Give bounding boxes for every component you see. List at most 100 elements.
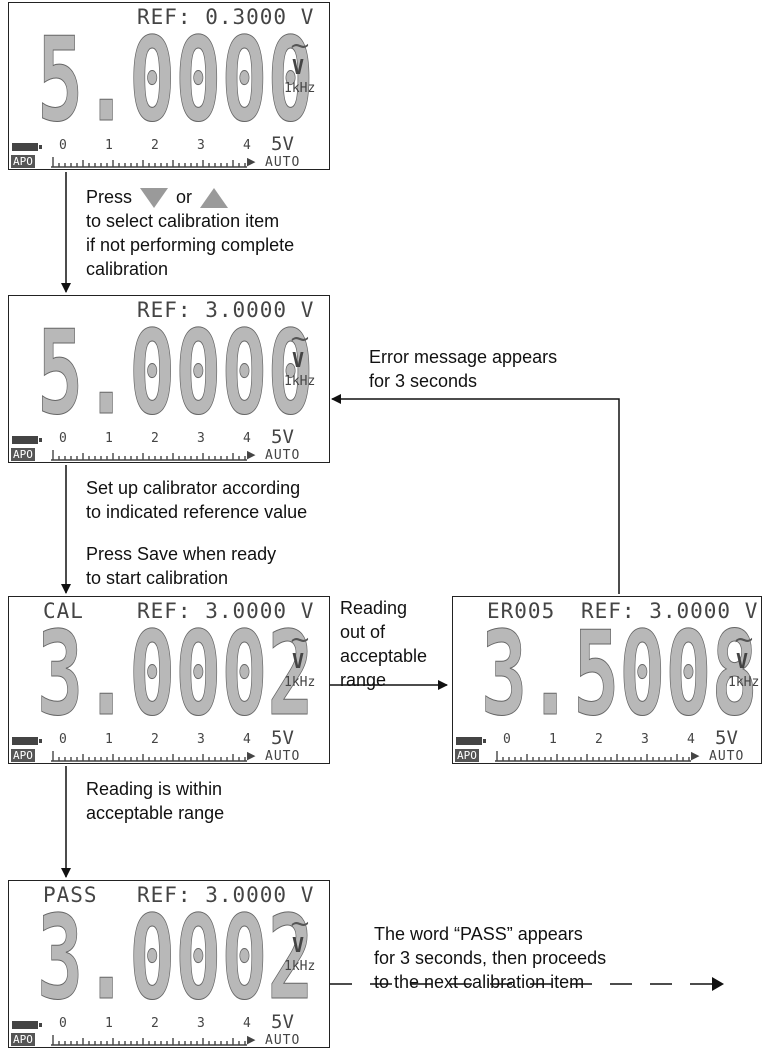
- lcd-frequency: 1kHz: [728, 675, 760, 690]
- note-text: Reading: [340, 598, 408, 618]
- scale-max-label: 5V: [715, 727, 738, 749]
- bargraph-ruler: [495, 751, 691, 762]
- scale-max-label: 5V: [271, 1011, 294, 1033]
- bargraph-scale: 0 1 2 3 4 5V: [59, 1011, 294, 1033]
- auto-range-indicator: AUTO: [265, 1033, 301, 1048]
- note-text: Error message appears: [369, 347, 558, 367]
- select-item-instruction: Press or to select calibration item if n…: [86, 185, 294, 281]
- auto-range-indicator: AUTO: [265, 749, 301, 764]
- press-save-instruction: Press Save when ready to start calibrati…: [86, 542, 276, 590]
- arrow-error-to-lcd2: [331, 394, 620, 594]
- scale-max-label: 5V: [271, 727, 294, 749]
- scale-tick-label: 1: [105, 138, 113, 153]
- ac-symbol: ~: [733, 625, 755, 655]
- lcd-frequency: 1kHz: [284, 374, 316, 389]
- apo-indicator: APO: [11, 155, 35, 168]
- note-text: out of: [340, 622, 386, 642]
- scale-tick-label: 1: [105, 431, 113, 446]
- lcd-unit: V: [736, 649, 749, 673]
- battery-icon: [12, 737, 42, 745]
- error-message-note: Error message appears for 3 seconds: [369, 345, 557, 393]
- scale-tick-label: 3: [197, 732, 205, 747]
- battery-icon: [12, 1021, 42, 1029]
- scale-tick-label: 0: [59, 138, 67, 153]
- lcd-reference: REF: 3.0000 V: [137, 599, 315, 623]
- lcd-display-pass: PASS REF: 3.0000 V 3.0002 ~ V 1kHz 0 1 2…: [8, 880, 330, 1048]
- bargraph-ruler: [51, 1035, 247, 1046]
- ac-symbol: ~: [289, 324, 311, 354]
- arrow-pass-to-next-head: [712, 977, 724, 991]
- bargraph-ruler: [51, 450, 247, 461]
- bargraph-ruler: [51, 157, 247, 168]
- auto-range-indicator: AUTO: [709, 749, 745, 764]
- scale-tick-label: 4: [243, 1016, 251, 1031]
- instruction-text: Press: [86, 187, 133, 207]
- scale-tick-label: 4: [243, 732, 251, 747]
- scale-tick-label: 0: [503, 732, 511, 747]
- scale-tick-label: 3: [197, 138, 205, 153]
- lcd-frequency: 1kHz: [284, 675, 316, 690]
- battery-icon: [12, 143, 42, 151]
- overrange-arrow-icon: ▶: [247, 155, 256, 168]
- auto-range-indicator: AUTO: [265, 448, 301, 463]
- scale-tick-label: 0: [59, 1016, 67, 1031]
- lcd-display-error: ER005 REF: 3.0000 V 3.5008 ~ V 1kHz 0 1 …: [452, 596, 762, 764]
- scale-tick-label: 3: [197, 1016, 205, 1031]
- note-text: Reading is within: [86, 779, 223, 799]
- note-text: The word “PASS” appears: [374, 924, 583, 944]
- lcd-display-calibrating: CAL REF: 3.0000 V 3.0002 ~ V 1kHz 0 1 2 …: [8, 596, 330, 764]
- battery-icon: [12, 436, 42, 444]
- lcd-reading: 3.0002: [37, 891, 314, 1026]
- instruction-text: to start calibration: [86, 568, 229, 588]
- note-text: for 3 seconds, then proceeds: [374, 948, 607, 968]
- lcd-reference: REF: 3.0000 V: [137, 298, 315, 322]
- apo-indicator: APO: [11, 448, 35, 461]
- scale-tick-label: 3: [641, 732, 649, 747]
- bargraph-ruler: [51, 751, 247, 762]
- down-triangle-icon: [140, 188, 169, 209]
- note-text: range: [340, 670, 387, 690]
- battery-icon: [456, 737, 486, 745]
- lcd-display-reference: REF: 3.0000 V 5.0000 ~ V 1kHz 0 1 2 3 4 …: [8, 295, 330, 463]
- lcd-reference: REF: 3.0000 V: [137, 883, 315, 907]
- ac-symbol: ~: [289, 909, 311, 939]
- instruction-text: calibration: [86, 259, 169, 279]
- note-text: acceptable: [340, 646, 428, 666]
- scale-tick-label: 0: [59, 732, 67, 747]
- apo-indicator: APO: [455, 749, 479, 762]
- overrange-arrow-icon: ▶: [691, 749, 700, 762]
- instruction-text: if not performing complete: [86, 235, 295, 255]
- instruction-text: Press Save when ready: [86, 544, 277, 564]
- scale-tick-label: 2: [151, 732, 159, 747]
- ac-symbol: ~: [289, 625, 311, 655]
- lcd-frequency: 1kHz: [284, 81, 316, 96]
- ac-symbol: ~: [289, 31, 311, 61]
- overrange-arrow-icon: ▶: [247, 448, 256, 461]
- lcd-unit: V: [292, 348, 305, 372]
- instruction-text: to select calibration item: [86, 211, 280, 231]
- lcd-unit: V: [292, 55, 305, 79]
- scale-tick-label: 4: [243, 138, 251, 153]
- bargraph-scale: 0 1 2 3 4 5V: [503, 727, 738, 749]
- out-of-range-note: Reading out of acceptable range: [340, 596, 427, 692]
- overrange-arrow-icon: ▶: [247, 1033, 256, 1046]
- scale-tick-label: 1: [105, 732, 113, 747]
- bargraph-scale: 0 1 2 3 4 5V: [59, 426, 294, 448]
- lcd-status: PASS: [43, 883, 98, 907]
- lcd-unit: V: [292, 649, 305, 673]
- scale-tick-label: 2: [151, 431, 159, 446]
- auto-range-indicator: AUTO: [265, 155, 301, 170]
- pass-note: The word “PASS” appears for 3 seconds, t…: [374, 922, 606, 994]
- bargraph-scale: 0 1 2 3 4 5V: [59, 133, 294, 155]
- lcd-reading: 5.0000: [37, 13, 314, 148]
- scale-tick-label: 3: [197, 431, 205, 446]
- lcd-display-initial: REF: 0.3000 V 5.0000 ~ V 1kHz 0 1 2 3 4 …: [8, 2, 330, 170]
- lcd-reading: 5.0000: [37, 306, 314, 441]
- apo-indicator: APO: [11, 749, 35, 762]
- scale-tick-label: 4: [243, 431, 251, 446]
- setup-calibrator-instruction: Set up calibrator according to indicated…: [86, 476, 307, 524]
- scale-tick-label: 4: [687, 732, 695, 747]
- note-text: to the next calibration item: [374, 972, 585, 992]
